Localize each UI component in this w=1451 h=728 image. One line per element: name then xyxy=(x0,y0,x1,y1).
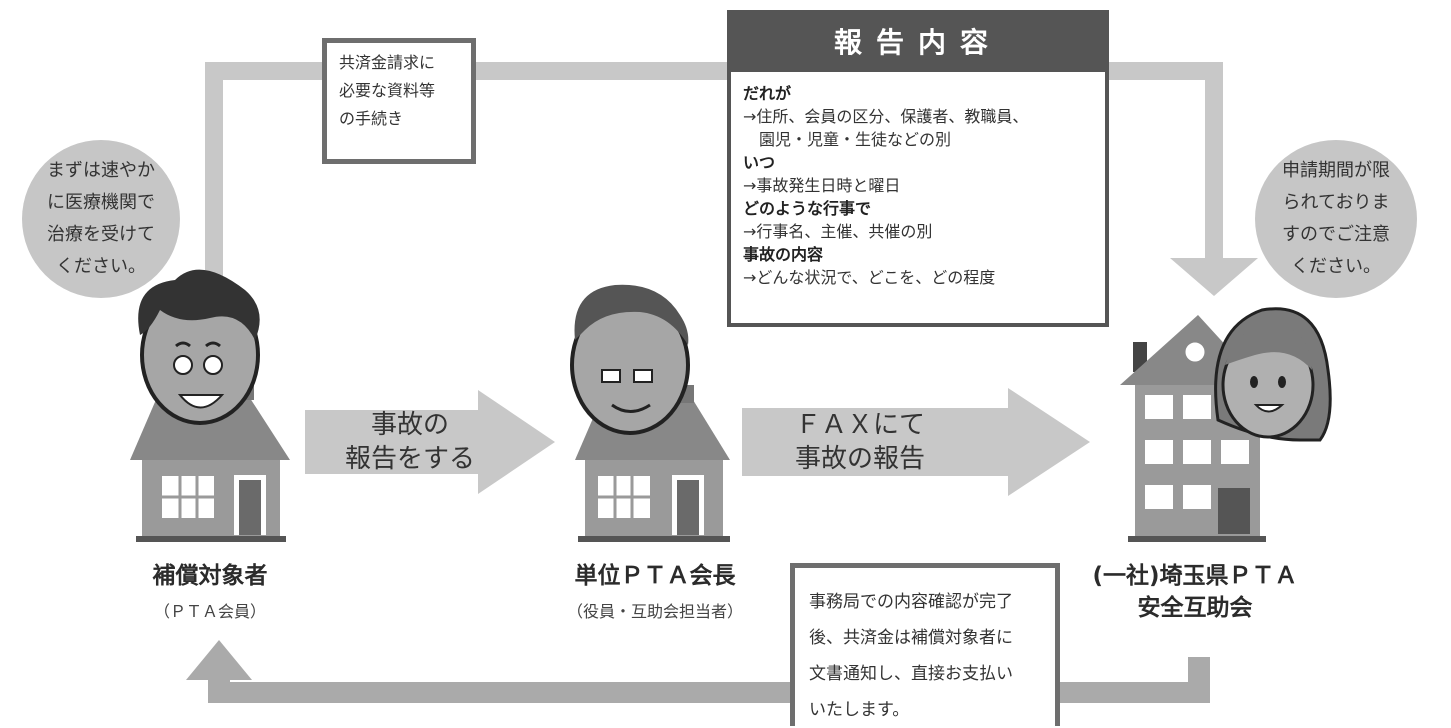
member-sub: （ＰＴＡ会員） xyxy=(153,602,266,621)
association-person-icon xyxy=(1214,307,1332,442)
report-item-heading: いつ xyxy=(743,153,776,172)
member-person-icon xyxy=(138,269,260,425)
claim-documents-note: 共済金請求に 必要な資料等 の手続き xyxy=(322,38,476,164)
payment-notice-note: 事務局での内容確認が完了 後、共済金は補償対象者に 文書通知し、直接お支払い い… xyxy=(790,563,1060,726)
report-arrow-label: 事故の 報告をする xyxy=(344,410,475,474)
fax-arrow-2 xyxy=(742,388,1090,496)
association-name: (一社)埼玉県ＰＴＡ 安全互助会 xyxy=(1092,563,1298,621)
report-item-detail: →事故発生日時と曜日 xyxy=(743,176,901,195)
member-house-icon xyxy=(130,378,290,542)
chair-sub: （役員・互助会担当者） xyxy=(566,602,743,621)
report-item-detail: →行事名、主催、共催の別 xyxy=(743,222,933,241)
report-item-heading: どのような行事で xyxy=(743,199,872,218)
left-advice-bubble: まずは速やか に医療機関で 治療を受けて ください。 xyxy=(22,140,180,298)
report-items: だれが →住所、会員の区分、保護者、教職員、 園児・児童・生徒などの別 いつ →… xyxy=(731,72,1105,289)
report-item-detail: →どんな状況で、どこを、どの程度 xyxy=(743,268,996,287)
chair-name: 単位ＰＴＡ会長 xyxy=(574,563,736,589)
report-contents-box: 報告内容 だれが →住所、会員の区分、保護者、教職員、 園児・児童・生徒などの別… xyxy=(727,10,1109,327)
report-arrow-1 xyxy=(305,390,555,494)
right-deadline-bubble: 申請期間が限 られておりま すのでご注意 ください。 xyxy=(1255,140,1417,298)
chair-person-icon xyxy=(570,284,690,435)
report-item-heading: だれが xyxy=(743,84,792,103)
fax-arrow-label: ＦＡＸにて 事故の報告 xyxy=(794,410,925,474)
report-item-heading: 事故の内容 xyxy=(743,245,824,264)
report-item-detail: →住所、会員の区分、保護者、教職員、 園児・児童・生徒などの別 xyxy=(743,107,1029,149)
member-name: 補償対象者 xyxy=(152,563,268,589)
report-title: 報告内容 xyxy=(731,14,1105,72)
